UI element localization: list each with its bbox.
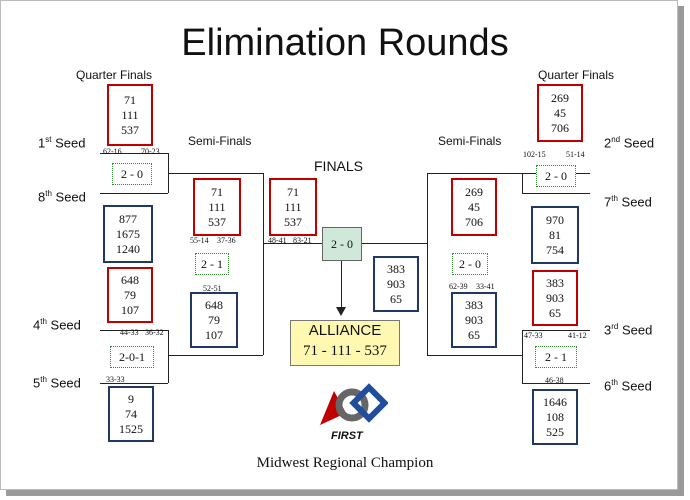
- match-score: 51-14: [566, 150, 585, 159]
- bracket-line: [100, 330, 168, 331]
- seed-label-3: 3rd Seed: [604, 322, 653, 338]
- match-score: 62-39: [449, 282, 468, 291]
- match-score: 70-23: [141, 147, 160, 156]
- bracket-line: [100, 153, 168, 154]
- seed-label-5: 5th Seed: [33, 375, 81, 391]
- semi-finals-left-header: Semi-Finals: [188, 134, 252, 148]
- finals-header: FINALS: [314, 158, 364, 174]
- bracket-line: [427, 355, 522, 356]
- sf-result-left: 2 - 1: [195, 253, 229, 275]
- match-score: 48-41: [268, 236, 287, 245]
- match-score: 55-14: [190, 236, 209, 245]
- bracket-line: [522, 383, 590, 384]
- bracket-line: [522, 330, 523, 383]
- seed-label-2: 2nd Seed: [604, 135, 655, 151]
- seed-label-7: 7th Seed: [604, 194, 652, 210]
- bracket-line: [168, 173, 263, 174]
- match-score: 33-33: [106, 375, 125, 384]
- bracket-line: [427, 173, 522, 174]
- qf-result-right-top: 2 - 0: [536, 165, 576, 187]
- qf-result-left-top: 2 - 0: [112, 163, 152, 185]
- match-score: 83-21: [293, 236, 312, 245]
- match-score: 37-36: [217, 236, 236, 245]
- qf-result-right-bottom: 2 - 1: [535, 346, 577, 368]
- champion-alliance-box: ALLIANCE 71 - 111 - 537: [290, 320, 400, 366]
- bracket-line: [168, 330, 169, 383]
- bracket-line: [427, 173, 428, 355]
- match-score: 62-16: [103, 147, 122, 156]
- finals-result: 2 - 0: [322, 227, 362, 261]
- seed-label-1: 1st Seed: [38, 135, 86, 151]
- semi-finals-right-header: Semi-Finals: [438, 134, 502, 148]
- match-score: 102-15: [523, 150, 546, 159]
- seed-label-6: 6th Seed: [604, 378, 652, 394]
- match-score: 36-32: [145, 328, 164, 337]
- qf-result-left-bottom: 2-0-1: [110, 346, 154, 368]
- match-score: 33-41: [476, 282, 495, 291]
- bracket-line: [522, 193, 590, 194]
- bracket-line: [263, 243, 323, 244]
- match-score: 46-38: [545, 376, 564, 385]
- first-logo-text: FIRST: [331, 430, 363, 442]
- champion-teams: 71 - 111 - 537: [303, 343, 387, 359]
- bracket-line: [360, 243, 427, 244]
- bracket-line: [522, 330, 590, 331]
- match-score: 52-51: [203, 284, 222, 293]
- page-title: Elimination Rounds: [181, 22, 509, 64]
- bracket-line: [168, 355, 263, 356]
- quarter-finals-right-header: Quarter Finals: [538, 68, 615, 82]
- footer-caption: Midwest Regional Champion: [256, 455, 434, 471]
- match-score: 41-12: [568, 331, 587, 340]
- arrow-line: [341, 259, 342, 311]
- seed-label-4: 4th Seed: [33, 317, 81, 333]
- match-score: 47-33: [524, 331, 543, 340]
- seed-label-8: 8th Seed: [38, 189, 86, 205]
- arrow-down-icon: [336, 307, 346, 316]
- champion-label: ALLIANCE: [308, 322, 382, 339]
- bracket-line: [100, 193, 168, 194]
- match-score: 44-33: [120, 328, 139, 337]
- bracket-line: [263, 173, 264, 355]
- sf-result-right: 2 - 0: [452, 253, 488, 275]
- first-logo-icon: [320, 383, 388, 425]
- bracket-line: [522, 173, 523, 193]
- bracket-line: [100, 383, 168, 384]
- quarter-finals-left-header: Quarter Finals: [76, 68, 153, 82]
